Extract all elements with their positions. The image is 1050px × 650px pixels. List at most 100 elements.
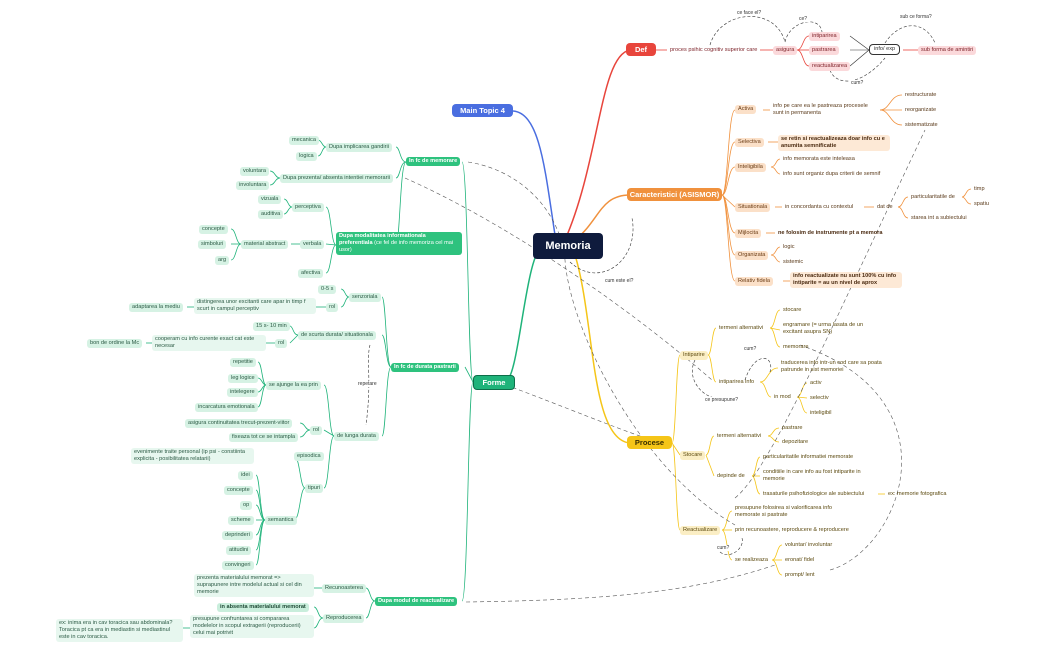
forme-perc-vizuala[interactable]: vizuala <box>258 195 282 204</box>
forme-scurta-rol[interactable]: rol <box>275 339 288 348</box>
forme-scurta-rol-desc[interactable]: cooperam cu info curente exact cat este … <box>152 335 266 351</box>
forme-fc-memorare[interactable]: In fc de memorare <box>406 157 461 166</box>
forme-lunga-rol-sub[interactable]: asigura continuitatea trecut-prezent-vii… <box>185 419 293 428</box>
forme-reactualizare[interactable]: Dupa modul de reactualizare <box>375 597 458 606</box>
caract-inteligibila[interactable]: Inteligibila <box>735 163 766 172</box>
proc-term-alt[interactable]: termeni alternativi <box>719 325 764 331</box>
caract-mijlocita[interactable]: Mijlocita <box>735 229 762 238</box>
forme-absenta[interactable]: in absenta materialului memorat <box>217 603 309 612</box>
def-item[interactable]: pastrarea <box>809 46 839 55</box>
forme-bon[interactable]: bon de ordine la Mc <box>87 339 143 348</box>
forme-ajunge-sub[interactable]: intelegere <box>227 388 258 397</box>
proc-intiparire[interactable]: Intiparire <box>680 351 708 360</box>
forme-afectiva[interactable]: afectiva <box>298 269 324 278</box>
caract-relativ-desc[interactable]: info reactualizate nu sunt 100% cu info … <box>790 272 902 288</box>
topic-def[interactable]: Def <box>626 43 656 56</box>
proc-stoc-term-sub[interactable]: pastrare <box>782 425 803 431</box>
caract-sit-stare[interactable]: starea int a subiectului <box>911 215 967 221</box>
caract-selectiva-desc[interactable]: se retin si reactualizeaza doar info cu … <box>778 135 890 151</box>
caract-sit-space[interactable]: spatiu <box>974 201 989 207</box>
forme-sem-sub[interactable]: idei <box>238 471 253 480</box>
forme-ajunge[interactable]: se ajunge la ea prin <box>266 381 321 390</box>
forme-durata[interactable]: In fc de durata pastrarii <box>391 363 459 372</box>
forme-prez-voluntara[interactable]: voluntara <box>240 167 270 176</box>
forme-ajunge-sub[interactable]: leg logice <box>228 374 258 383</box>
proc-in-mod-sub[interactable]: activ <box>810 380 822 386</box>
proc-depinde[interactable]: depinde de <box>717 473 745 479</box>
forme-material-sub[interactable]: simboluri <box>198 240 227 249</box>
forme-sem-sub[interactable]: op <box>240 501 253 510</box>
caract-sit-part[interactable]: particularitatile de <box>911 194 955 200</box>
forme-senzoriala[interactable]: senzoriala <box>349 293 381 302</box>
topic-main-topic-4[interactable]: Main Topic 4 <box>452 104 513 117</box>
forme-verbala[interactable]: verbala <box>300 240 325 249</box>
forme-tipuri[interactable]: tipuri <box>305 484 324 493</box>
forme-presupune[interactable]: presupune confruntarea si compararea mod… <box>190 615 314 638</box>
proc-react-se[interactable]: se realizeaza <box>735 557 768 563</box>
proc-depinde-sub[interactable]: trasaturile psihofiziologice ale subiect… <box>763 491 865 497</box>
caract-activa-desc[interactable]: info pe care ea le pastreaza procesele s… <box>773 103 868 116</box>
proc-in-mod-sub[interactable]: selectiv <box>810 395 829 401</box>
proc-react-presupune[interactable]: presupune folosirea si valorificarea inf… <box>735 505 833 518</box>
topic-caracteristici[interactable]: Caracteristici (ASISMOR) <box>627 188 722 201</box>
proc-stocare[interactable]: Stocare <box>680 451 706 460</box>
caract-selectiva[interactable]: Selectiva <box>735 138 764 147</box>
forme-lunga[interactable]: de lunga durata <box>334 432 379 441</box>
forme-ajunge-sub[interactable]: incarcatura emotionala <box>195 403 258 412</box>
forme-dupa-implicarea[interactable]: Dupa implicarea gandirii <box>326 143 393 152</box>
caract-activa-sub[interactable]: sistematizate <box>905 122 938 128</box>
proc-in-mod-sub[interactable]: inteligibil <box>810 410 832 416</box>
caract-org-sistemic[interactable]: sistemic <box>783 259 804 265</box>
forme-recun-desc[interactable]: prezenta materialului memorat => suprapu… <box>194 574 314 597</box>
caract-intel-sub[interactable]: info memorata este inteleasa <box>783 156 855 162</box>
topic-procese[interactable]: Procese <box>627 436 672 449</box>
forme-sem-sub[interactable]: convingeri <box>222 561 254 570</box>
forme-sem-sub[interactable]: deprinderi <box>222 531 253 540</box>
forme-modalitatea[interactable]: Dupa modalitatea informationala preferen… <box>336 232 462 255</box>
def-root[interactable]: proces psihic cognitiv superior care <box>670 47 758 53</box>
forme-sem-sub[interactable]: concepte <box>224 486 253 495</box>
forme-senz-time[interactable]: 0-5 s <box>318 285 337 294</box>
forme-semantica[interactable]: semantica <box>265 516 297 525</box>
forme-impl-mecanica[interactable]: mecanica <box>289 136 319 145</box>
forme-recunoasterea[interactable]: Recunoasterea <box>322 584 366 593</box>
proc-react-se-sub[interactable]: prompt/ lent <box>785 572 815 578</box>
forme-episodica-desc[interactable]: evenimente traite personal (ip psi - con… <box>131 448 254 464</box>
def-info-exp[interactable]: info/ exp <box>869 44 901 55</box>
caract-mijl-desc[interactable]: ne folosim de instrumente pt a memora <box>778 230 883 236</box>
forme-lunga-rol[interactable]: rol <box>310 426 323 435</box>
forme-impl-logica[interactable]: logica <box>296 152 317 161</box>
proc-stoc-term[interactable]: termeni alternativi <box>717 433 762 439</box>
proc-intip-info[interactable]: intiparirea info <box>719 379 755 385</box>
caract-relativ[interactable]: Relativ fidela <box>735 277 774 286</box>
forme-reproducerea[interactable]: Reproducerea <box>323 614 365 623</box>
forme-material-sub[interactable]: arg <box>215 256 230 265</box>
def-asigura[interactable]: asigura <box>773 46 798 55</box>
caract-sit-dat[interactable]: dat de <box>877 204 893 210</box>
def-forma[interactable]: sub forma de amintiri <box>918 46 977 55</box>
proc-react-se-sub[interactable]: eronat/ fidel <box>785 557 815 563</box>
caract-org-logic[interactable]: logic <box>783 244 795 250</box>
proc-traducerea[interactable]: traducerea info intr-un cod care sa poat… <box>781 360 882 373</box>
proc-stoc-term-sub[interactable]: depozitare <box>782 439 809 445</box>
caract-activa[interactable]: Activa <box>735 105 757 114</box>
forme-ajunge-sub[interactable]: repetitie <box>230 358 256 367</box>
proc-in-mod[interactable]: in mod <box>774 394 791 400</box>
caract-sit-desc[interactable]: in concordanta cu contextul <box>785 204 854 210</box>
caract-sit-time[interactable]: timp <box>974 186 985 192</box>
caract-intel-sub[interactable]: info sunt organiz dupa criterii de semni… <box>783 171 881 177</box>
proc-ex-foto[interactable]: ex: memorie fotografica <box>888 491 947 497</box>
proc-term-alt-sub[interactable]: stocare <box>783 307 802 313</box>
forme-dupa-prezenta[interactable]: Dupa prezenta/ absenta intentiei memorar… <box>280 174 393 183</box>
proc-reactualizare[interactable]: Reactualizare <box>680 526 721 535</box>
proc-react-se-sub[interactable]: voluntar/ involuntar <box>785 542 833 548</box>
forme-scurta[interactable]: de scurta durata/ situationala <box>298 331 376 340</box>
central-topic[interactable]: Memoria <box>533 233 603 259</box>
caract-organizata[interactable]: Organizata <box>735 251 769 260</box>
forme-lunga-rol-sub[interactable]: fixeaza tot ce se intampla <box>229 433 299 442</box>
proc-term-alt-sub[interactable]: engramare (= urma lasata de un excitant … <box>783 322 864 335</box>
caract-situationala[interactable]: Situationala <box>735 203 771 212</box>
forme-prez-involuntara[interactable]: involuntara <box>236 181 270 190</box>
def-item[interactable]: reactualizarea <box>809 62 851 71</box>
forme-senz-rol[interactable]: rol <box>326 303 339 312</box>
